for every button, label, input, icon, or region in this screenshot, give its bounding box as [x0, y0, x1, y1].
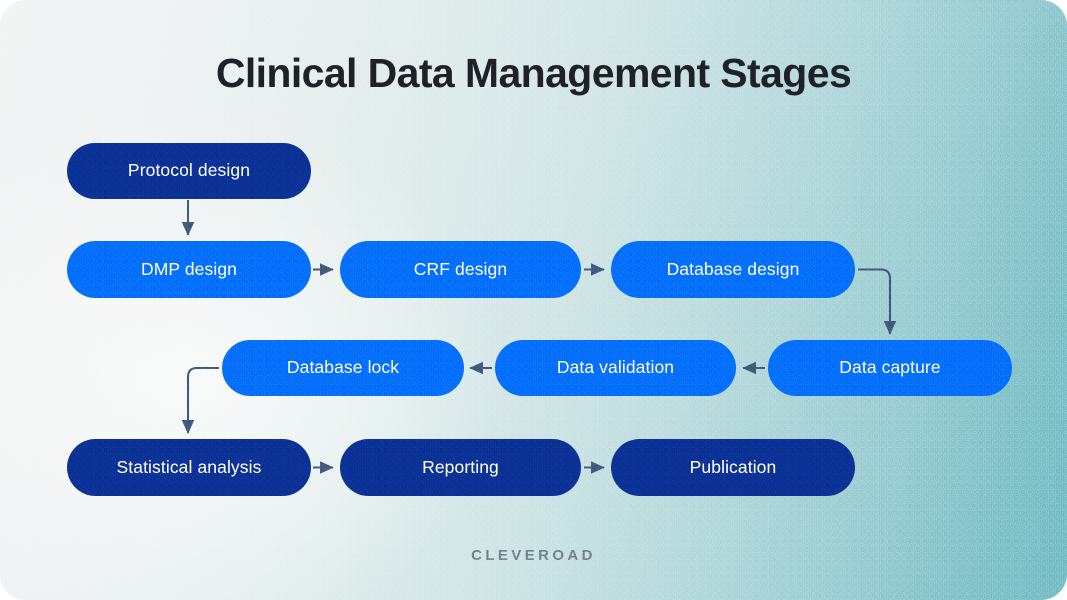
node-database-lock[interactable]: Database lock — [222, 340, 464, 396]
node-label: Statistical analysis — [116, 456, 262, 477]
node-label: CRF design — [413, 258, 508, 279]
node-database-design[interactable]: Database design — [611, 241, 855, 298]
node-label: Protocol design — [127, 160, 251, 181]
node-dmp-design[interactable]: DMP design — [67, 241, 311, 298]
node-crf-design[interactable]: CRF design — [340, 241, 581, 298]
edge-database-lock-to-statistical-analysis — [181, 366, 219, 434]
node-label: Database design — [666, 258, 800, 279]
node-label: Database lock — [286, 357, 400, 378]
node-statistical-analysis[interactable]: Statistical analysis — [67, 439, 311, 496]
node-label: Data capture — [839, 357, 941, 378]
node-label: Data validation — [556, 357, 675, 378]
node-publication[interactable]: Publication — [611, 439, 855, 496]
node-label: DMP design — [140, 258, 237, 279]
node-label: Publication — [689, 456, 777, 477]
node-protocol-design[interactable]: Protocol design — [67, 143, 311, 199]
brand-logo: CLEVEROAD — [471, 547, 596, 564]
page-title: Clinical Data Management Stages — [215, 50, 852, 96]
node-label: Reporting — [422, 456, 499, 477]
node-data-capture[interactable]: Data capture — [768, 340, 1012, 396]
node-reporting[interactable]: Reporting — [340, 439, 581, 496]
node-data-validation[interactable]: Data validation — [495, 340, 736, 396]
edge-database-design-to-data-capture — [858, 268, 897, 335]
